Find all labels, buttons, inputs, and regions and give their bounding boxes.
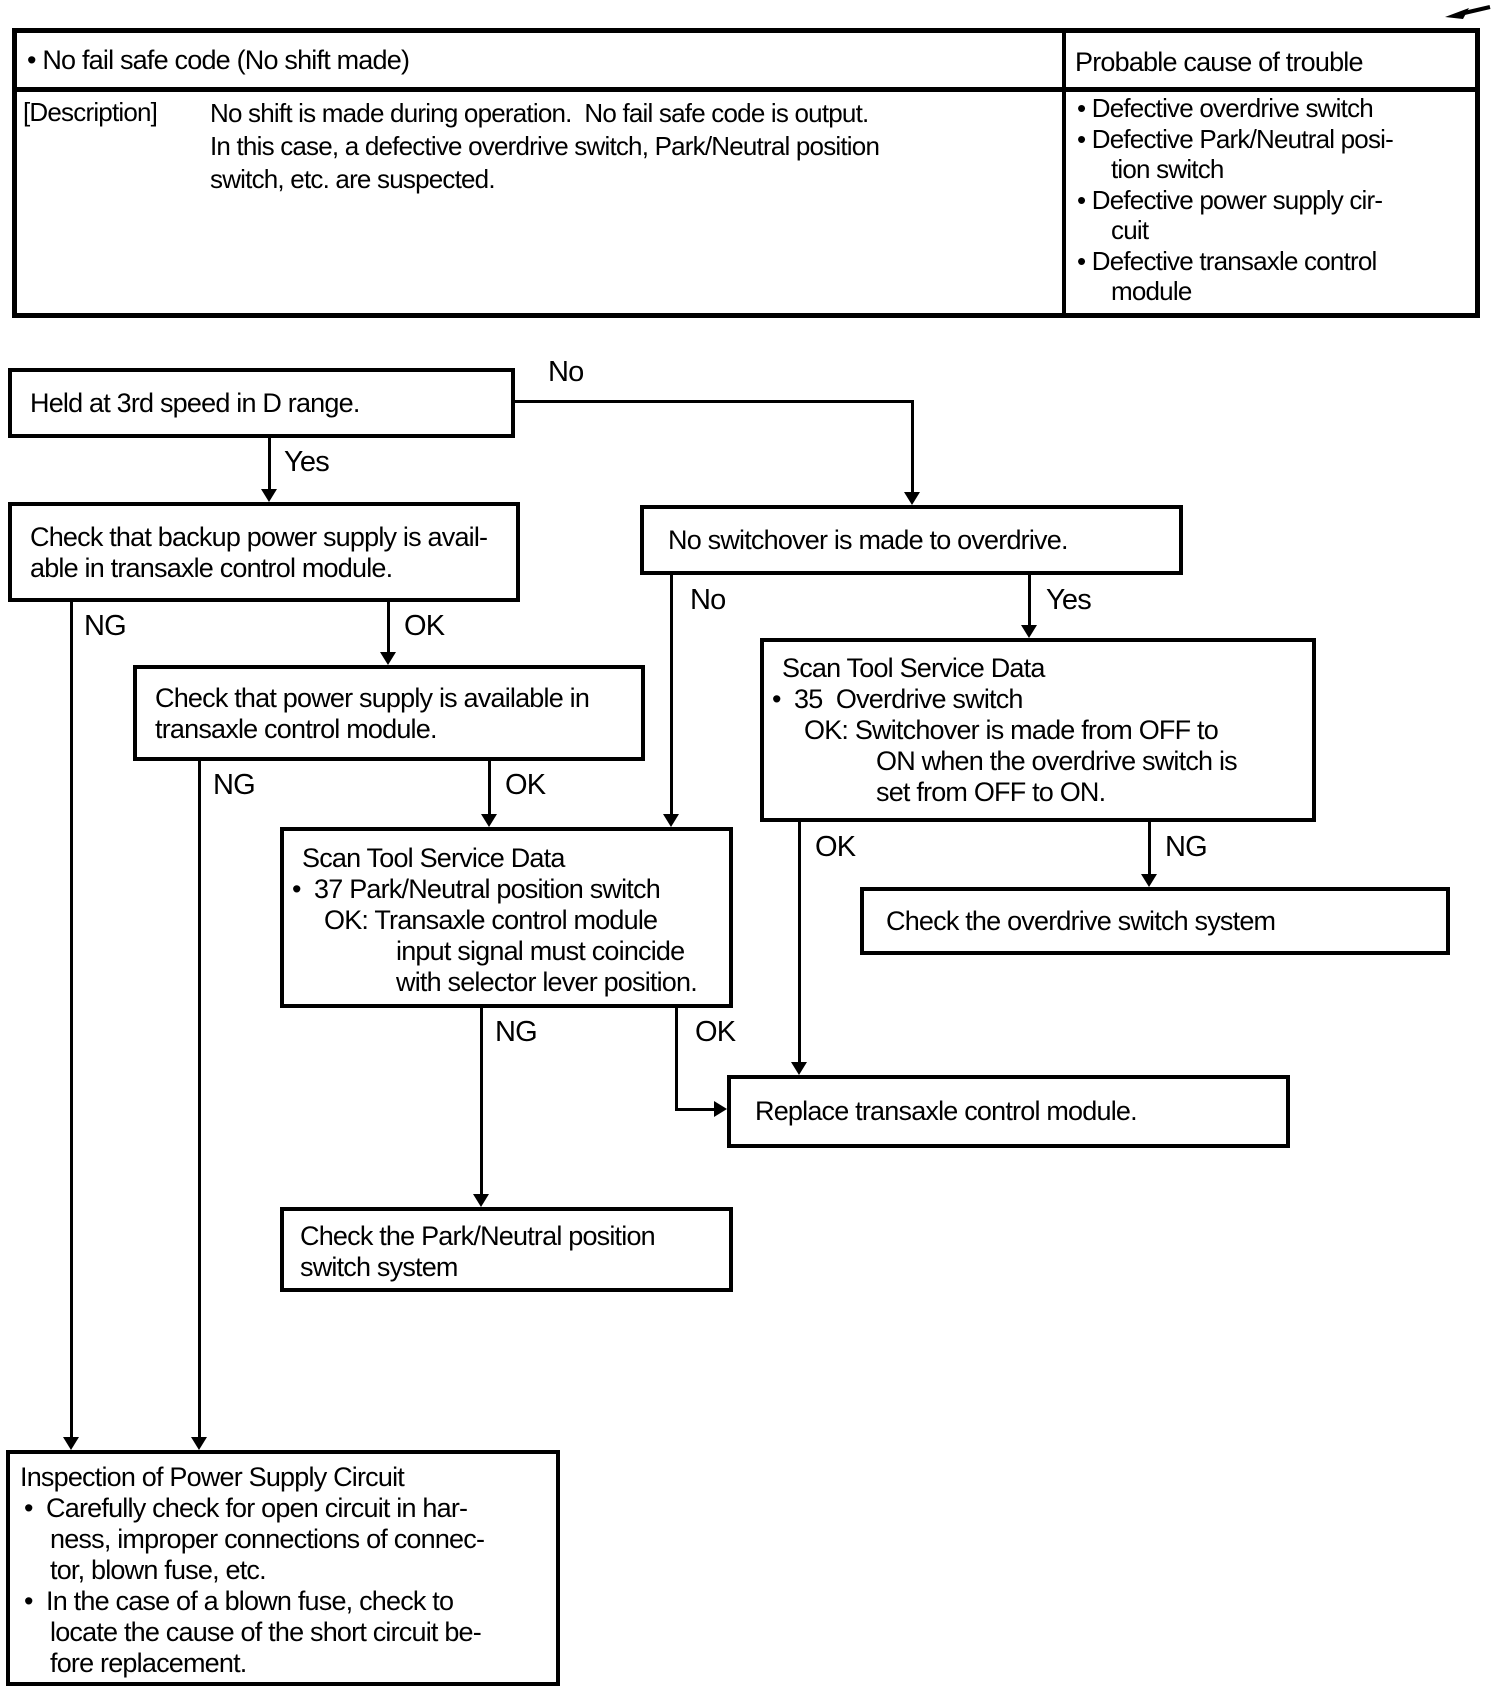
node-check-backup-power: Check that backup power supply is avail-…	[8, 502, 520, 602]
edge-held-yes	[268, 438, 271, 499]
edge-noswitch-no	[670, 575, 673, 816]
node-text: tor, blown fuse, etc.	[50, 1555, 267, 1585]
cause-line: module	[1111, 276, 1192, 306]
table-header-divider	[17, 87, 1475, 92]
arrowhead-down	[791, 1062, 807, 1075]
arrowhead-down	[1141, 874, 1157, 887]
node-text: ness, improper connections of connec-	[50, 1524, 485, 1554]
table-column-divider	[1062, 33, 1066, 313]
branch-label-ng: NG	[495, 1016, 538, 1048]
node-text: Held at 3rd speed in D range.	[30, 387, 360, 418]
node-text: Check the Park/Neutral position	[300, 1221, 656, 1251]
description-line: No shift is made during operation. No fa…	[210, 98, 869, 128]
node-text: Inspection of Power Supply Circuit	[20, 1462, 405, 1492]
cause-line: tion switch	[1111, 154, 1224, 184]
node-text: Check that backup power supply is avail-	[30, 522, 488, 552]
arrowhead-down	[473, 1194, 489, 1207]
node-text: able in transaxle control module.	[30, 553, 393, 583]
edge-scan35-ng	[1148, 822, 1151, 875]
node-text: • In the case of a blown fuse, check to	[24, 1586, 454, 1616]
node-text: Check that power supply is available in	[155, 683, 590, 713]
node-scan-tool-35-overdrive: Scan Tool Service Data • 35 Overdrive sw…	[760, 638, 1316, 822]
branch-label-yes: Yes	[1046, 584, 1092, 616]
arrowhead-down	[904, 492, 920, 505]
node-text: input signal must coincide	[396, 936, 685, 966]
node-text: switch system	[300, 1252, 458, 1282]
branch-label-ng: NG	[1165, 831, 1208, 863]
arrowhead-down	[380, 652, 396, 665]
description-line: switch, etc. are suspected.	[210, 164, 496, 194]
node-check-power-supply: Check that power supply is available in …	[133, 665, 645, 761]
branch-label-ng: NG	[213, 769, 256, 801]
node-text: • Carefully check for open circuit in ha…	[24, 1493, 468, 1523]
node-text: • 37 Park/Neutral position switch	[292, 874, 661, 904]
edge-scan37-ok-vertical	[675, 1008, 678, 1111]
node-scan-tool-37-park-neutral: Scan Tool Service Data • 37 Park/Neutral…	[280, 827, 733, 1008]
node-text: OK: Transaxle control module	[324, 905, 658, 935]
node-no-switchover: No switchover is made to overdrive.	[640, 505, 1183, 575]
node-text: ON when the overdrive switch is	[876, 746, 1238, 776]
node-text: fore replacement.	[50, 1648, 247, 1678]
node-text: Replace transaxle control module.	[755, 1096, 1138, 1126]
cause-line: • Defective transaxle control	[1077, 245, 1377, 276]
node-text: set from OFF to ON.	[876, 777, 1106, 807]
fault-title: • No fail safe code (No shift made)	[27, 45, 410, 75]
branch-label-ok: OK	[815, 831, 856, 863]
branch-label-no: No	[548, 356, 584, 388]
branch-label-ok: OK	[695, 1016, 736, 1048]
edge-scan37-ng	[480, 1008, 483, 1194]
description-text: No shift is made during operation. No fa…	[210, 97, 880, 196]
arrowhead-down	[663, 814, 679, 827]
edge-held-no-horizontal	[515, 400, 914, 403]
arrowhead-down	[63, 1437, 79, 1450]
cause-line: • Defective power supply cir-	[1077, 184, 1383, 215]
branch-label-ok: OK	[505, 769, 546, 801]
arrowhead-down	[1021, 625, 1037, 638]
corner-arrow-mark	[1445, 5, 1491, 19]
node-replace-transaxle-module: Replace transaxle control module.	[727, 1075, 1290, 1148]
fault-code-table: • No fail safe code (No shift made) Prob…	[12, 28, 1480, 318]
node-held-3rd-speed: Held at 3rd speed in D range.	[8, 368, 515, 438]
description-line: In this case, a defective overdrive swit…	[210, 131, 880, 161]
node-text: • 35 Overdrive switch	[772, 684, 1023, 714]
cause-line: • Defective Park/Neutral posi-	[1077, 123, 1394, 154]
node-text: with selector lever position.	[396, 967, 698, 997]
description-label: [Description]	[23, 97, 158, 127]
node-text: transaxle control module.	[155, 714, 437, 744]
node-text: OK: Switchover is made from OFF to	[804, 715, 1219, 745]
probable-causes-list: • Defective overdrive switch • Defective…	[1077, 93, 1477, 307]
edge-scan35-ok	[798, 822, 801, 1064]
node-inspection-power-supply-circuit: Inspection of Power Supply Circuit • Car…	[6, 1450, 560, 1686]
node-text: Check the overdrive switch system	[886, 905, 1276, 936]
arrowhead-down	[191, 1437, 207, 1450]
node-text: Scan Tool Service Data	[302, 843, 565, 873]
arrowhead-right	[714, 1101, 727, 1117]
edge-noswitch-yes	[1028, 575, 1031, 628]
node-text: locate the cause of the short circuit be…	[50, 1617, 482, 1647]
node-text: No switchover is made to overdrive.	[668, 524, 1068, 555]
node-check-overdrive-switch-system: Check the overdrive switch system	[860, 887, 1450, 955]
branch-label-ng: NG	[84, 610, 127, 642]
edge-power-ng	[198, 761, 201, 1441]
branch-label-yes: Yes	[284, 446, 330, 478]
cause-line: • Defective overdrive switch	[1077, 93, 1374, 123]
arrowhead-down	[481, 814, 497, 827]
node-check-park-neutral-system: Check the Park/Neutral position switch s…	[280, 1207, 733, 1292]
node-text: Scan Tool Service Data	[782, 653, 1045, 683]
arrowhead-down	[261, 489, 277, 502]
edge-backup-ng	[70, 602, 73, 1441]
branch-label-no: No	[690, 584, 726, 616]
cause-line: cuit	[1111, 215, 1149, 245]
edge-scan37-ok-horizontal	[675, 1108, 714, 1111]
edge-held-no-vertical	[911, 400, 914, 502]
edge-backup-ok	[387, 602, 390, 656]
edge-power-ok	[488, 761, 491, 816]
causes-header: Probable cause of trouble	[1075, 47, 1364, 77]
branch-label-ok: OK	[404, 610, 445, 642]
